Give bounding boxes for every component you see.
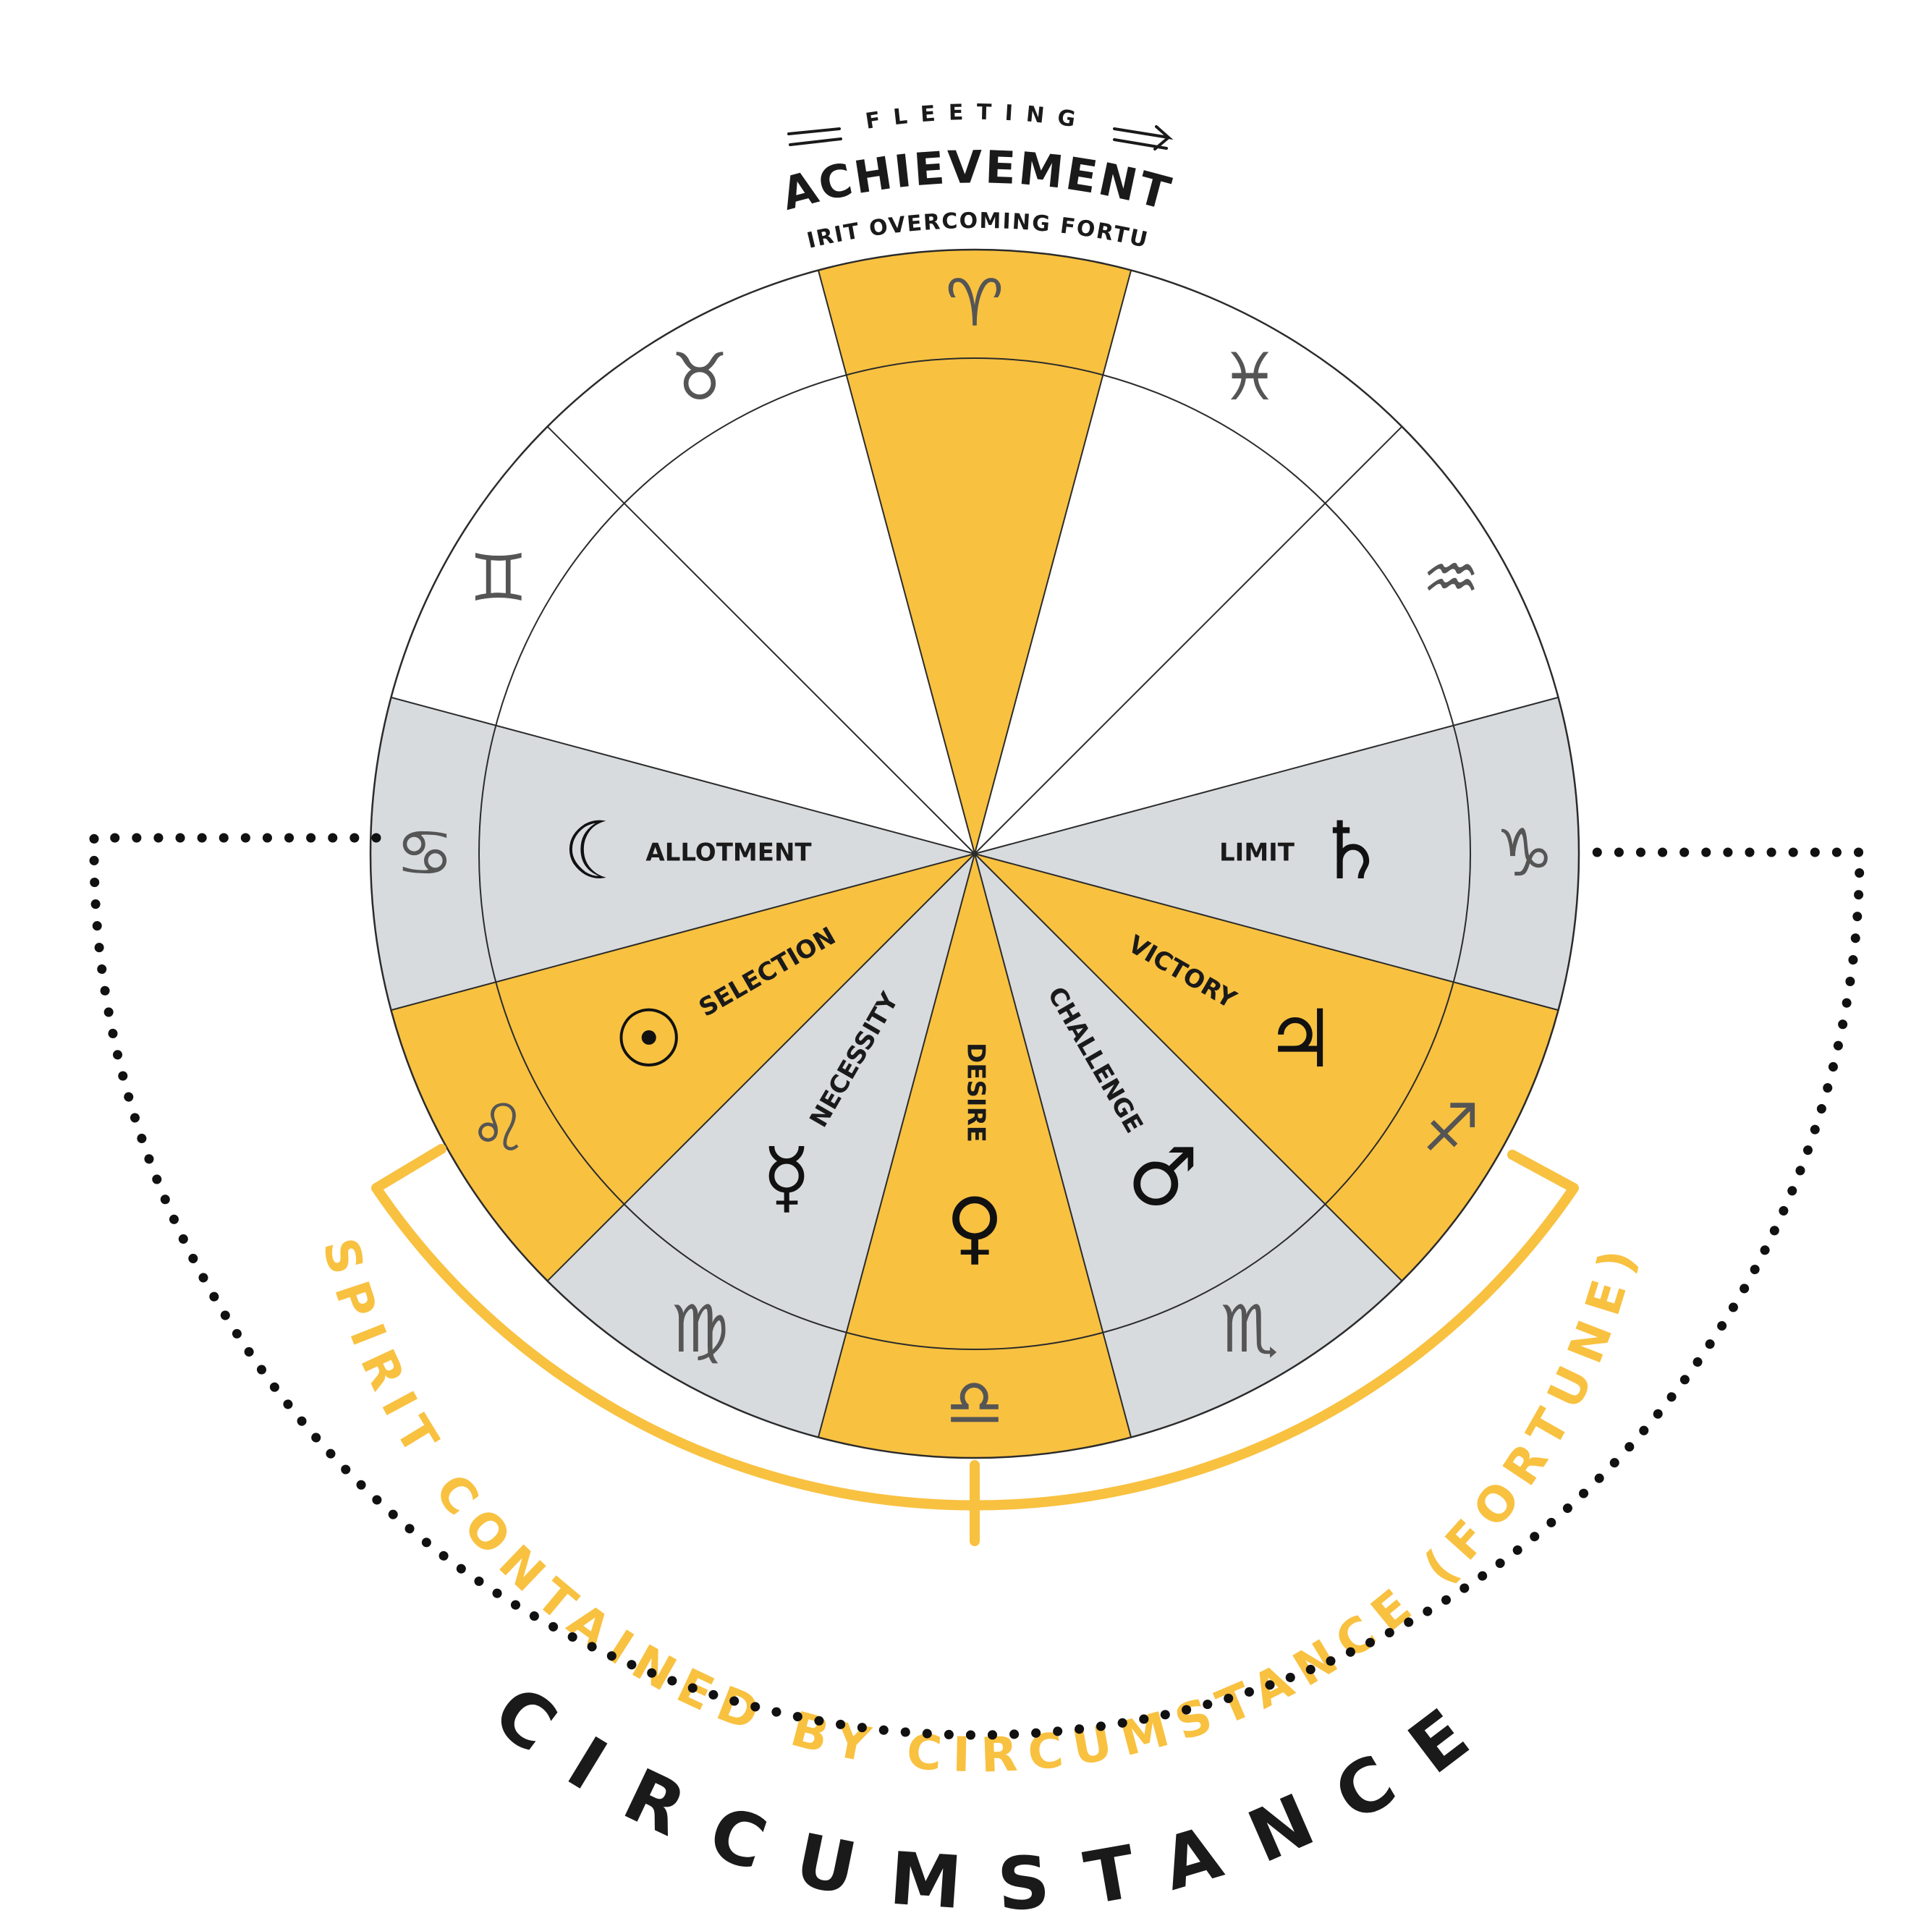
house-label-allotment: ALLOTMENT <box>645 839 812 868</box>
sector-aries <box>818 250 1132 854</box>
aries-icon: ♈ <box>946 266 1004 342</box>
mars-icon: ♂ <box>1127 1130 1199 1223</box>
gemini-icon: ♊ <box>469 540 528 616</box>
moon-icon: ☾ <box>563 805 635 897</box>
sector-libra <box>818 854 1132 1458</box>
sector-taurus <box>547 270 975 854</box>
header-fleeting: FLEETING <box>864 100 1090 135</box>
house-spokes <box>391 270 1559 1438</box>
zodiac-sectors <box>370 250 1580 1458</box>
saturn-icon: ♄ <box>1315 805 1387 897</box>
sector-pisces <box>975 270 1402 854</box>
spoke <box>391 696 975 854</box>
planet-glyphs: ☾ ☉ ☿ ♀ ♂ ♃ ♄ <box>563 805 1387 1273</box>
sector-scorpio <box>975 854 1402 1438</box>
spoke <box>974 696 1559 854</box>
sector-leo <box>391 854 975 1281</box>
spoke <box>974 853 1559 1011</box>
spoke <box>974 853 1132 1438</box>
sector-sagittarius <box>975 854 1559 1281</box>
libra-icon: ♎ <box>946 1365 1004 1441</box>
inner-ring <box>478 357 1471 1350</box>
sagittarius-icon: ♐ <box>1422 1090 1480 1166</box>
sector-cancer <box>370 697 975 1011</box>
zodiac-sign-glyphs: ♈ ♓ ♒ ♑ ♐ ♏ ♎ ♍ ♌ ♋ ♊ ♉ <box>396 266 1554 1441</box>
circumstance-label: CIRCUMSTANCE <box>478 1669 1515 1913</box>
circumstance-dotted-arc <box>89 833 1865 1740</box>
spoke <box>974 425 1403 854</box>
aquarius-icon: ♒ <box>1422 540 1480 616</box>
venus-icon: ♀ <box>946 1181 1004 1273</box>
header-fleeting-arrows <box>787 125 1174 150</box>
spoke <box>817 853 975 1438</box>
spirit-bracket <box>371 1144 1579 1546</box>
scorpio-icon: ♏ <box>1221 1291 1279 1367</box>
sector-capricorn <box>975 697 1580 1011</box>
sun-icon: ☉ <box>613 993 685 1085</box>
mercury-icon: ☿ <box>762 1130 811 1223</box>
taurus-icon: ♉ <box>671 339 729 415</box>
header-subtitle: SPIRIT OVERCOMING FORTUNE <box>0 0 1151 254</box>
spoke <box>817 270 975 854</box>
pisces-icon: ♓ <box>1221 339 1279 415</box>
jupiter-icon: ♃ <box>1265 993 1336 1085</box>
house-label-limit: LIMIT <box>1219 839 1295 868</box>
sector-virgo <box>547 854 975 1438</box>
spoke <box>974 270 1132 854</box>
leo-icon: ♌ <box>469 1090 528 1166</box>
capricorn-icon: ♑ <box>1496 815 1554 891</box>
spoke <box>391 853 975 1011</box>
house-label-desire: DESIRE <box>962 1043 991 1142</box>
virgo-icon: ♍ <box>671 1291 729 1367</box>
outer-ring <box>369 248 1580 1459</box>
spoke <box>974 853 1403 1282</box>
sector-gemini <box>391 426 975 854</box>
spoke <box>546 425 975 854</box>
cancer-icon: ♋ <box>396 815 454 891</box>
spoke <box>546 853 975 1282</box>
sector-aquarius <box>975 426 1559 854</box>
